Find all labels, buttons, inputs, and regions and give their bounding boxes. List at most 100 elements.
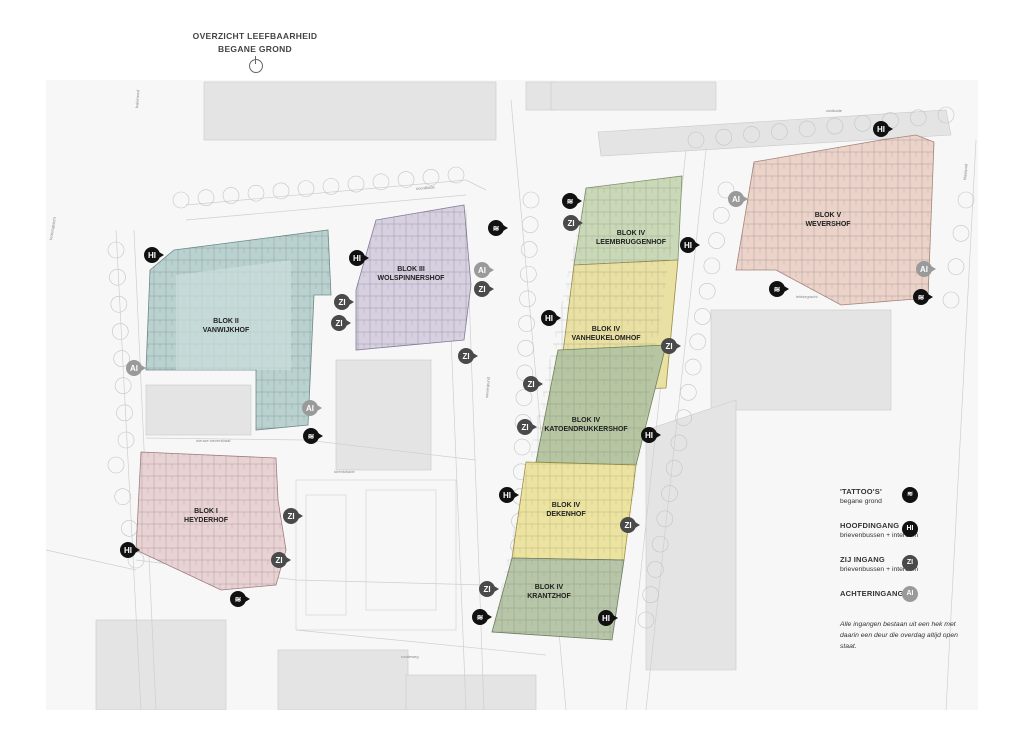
ai-marker-label: AI — [306, 404, 314, 413]
ai-marker-label: AI — [732, 195, 740, 204]
zi-marker-label: ZI — [527, 380, 534, 389]
tree-icon — [771, 123, 788, 140]
blok2-label-line2: VANWIJKHOF — [203, 327, 250, 334]
title-line-2: BEGANE GROND — [218, 44, 292, 54]
legend-zi-title: ZIJ INGANG — [840, 555, 885, 564]
zi-marker-icon: ZI — [283, 508, 303, 524]
zi-marker-icon: ZI — [331, 315, 351, 331]
ai-marker-icon: AI — [474, 262, 494, 278]
tree-icon — [680, 384, 697, 401]
tree-icon — [637, 611, 655, 629]
ai-marker-label: AI — [920, 265, 928, 274]
tattoo-wave-icon: ≋ — [902, 487, 918, 503]
hi-marker-icon: HI — [349, 250, 369, 266]
zi-marker-label: ZI — [521, 423, 528, 432]
street-label: wevergrund — [484, 377, 491, 398]
ai-marker-label: AI — [130, 364, 138, 373]
zi-marker-label: ZI — [338, 298, 345, 307]
tree-icon — [937, 106, 955, 124]
tree-icon — [689, 333, 707, 351]
zi-marker-label: ZI — [287, 512, 294, 521]
legend-tattoo-title: 'TATTOO'S' — [840, 487, 882, 496]
tree-icon — [322, 178, 340, 195]
tree-icon — [684, 358, 702, 376]
tree-icon — [694, 308, 711, 325]
blok4e-label-line1: BLOK IV — [535, 584, 564, 591]
tree-icon — [656, 510, 674, 528]
hi-marker-icon: HI — [499, 487, 519, 503]
tree-icon — [422, 168, 440, 186]
tree-icon — [297, 180, 315, 197]
hi-marker-icon: HI — [641, 427, 661, 443]
hi-marker-icon: HI — [144, 247, 164, 263]
zi-marker-icon: ZI — [517, 419, 537, 435]
tree-icon — [347, 175, 365, 193]
legend-tattoo: 'TATTOO'S' begane grond ≋ — [840, 487, 1000, 521]
street-labels: looiersgracht nieuwe weverstraat baleinw… — [48, 89, 968, 659]
hi-marker-label: HI — [684, 241, 692, 250]
tattoo-marker-icon: ≋ — [562, 193, 582, 209]
hi-marker-label: HI — [148, 251, 156, 260]
zi-marker-icon: ZI — [271, 552, 291, 568]
tree-icon — [717, 181, 735, 199]
tree-icon — [909, 109, 927, 127]
tree-icon — [111, 323, 129, 340]
blok2-label-line1: BLOK II — [213, 318, 239, 325]
tree-icon — [521, 216, 539, 234]
blok1-label-line1: BLOK I — [194, 508, 218, 515]
block-heyderhof: BLOK I HEYDERHOF — [135, 451, 287, 591]
tree-icon — [114, 488, 131, 505]
zi-marker-label: ZI — [478, 285, 485, 294]
block-wolspinnershof: BLOK III WOLSPINNERSHOF — [355, 204, 472, 351]
street-label: lorentzkade — [334, 469, 355, 474]
zi-marker-icon: ZI — [479, 581, 499, 597]
tree-icon — [520, 241, 538, 258]
block-wevershof: BLOK V WEVERSHOF — [735, 134, 935, 306]
blok4b-label-line2: VANHEUKELOMHOF — [571, 335, 641, 342]
tree-icon — [712, 206, 730, 224]
tattoo-marker-label: ≋ — [308, 432, 315, 441]
site-plan-map: BLOK II VANWIJKHOF BLOK III WOLSPINNERSH… — [46, 80, 978, 710]
hi-marker-icon: HI — [598, 610, 618, 626]
blok4a-label-line2: LEEMBRUGGENHOF — [596, 239, 667, 246]
tattoo-marker-label: ≋ — [567, 197, 574, 206]
tree-icon — [397, 171, 415, 188]
blok5-label-line2: WEVERSHOF — [805, 221, 851, 228]
tree-icon — [515, 389, 533, 406]
tree-icon — [957, 191, 975, 209]
tattoo-marker-icon: ≋ — [488, 220, 508, 236]
parking-area — [295, 479, 457, 631]
legend-zij-ingang: ZIJ INGANG brievenbussen + intercom ZI — [840, 555, 1000, 589]
zi-marker-icon: ZI — [523, 376, 543, 392]
tree-icon — [520, 265, 537, 283]
blok5-label-line1: BLOK V — [815, 212, 842, 219]
tree-icon — [518, 315, 535, 332]
street-label: looiersgracht — [48, 216, 57, 240]
tree-icon — [698, 282, 716, 300]
tree-icon — [743, 126, 760, 143]
street-label: zuidkade — [826, 108, 843, 113]
zi-marker-icon: ZI — [902, 555, 918, 571]
tree-icon — [107, 241, 125, 259]
tattoo-marker-label: ≋ — [774, 285, 781, 294]
title-line-1: OVERZICHT LEEFBAARHEID — [192, 31, 318, 41]
zi-marker-icon: ZI — [563, 215, 583, 231]
street-label: klaaspad — [962, 164, 968, 180]
hi-marker-label: HI — [503, 491, 511, 500]
tree-icon — [665, 459, 683, 477]
tattoo-marker-label: ≋ — [477, 613, 484, 622]
hi-marker-icon: HI — [120, 542, 140, 558]
legend-tattoo-sub: begane grond — [840, 498, 882, 505]
tree-icon — [519, 290, 536, 308]
tree-icon — [942, 291, 960, 309]
entrance-markers: HI AI ZI ZI AI ≋ HI ≋ AI ZI ZI HI ZI ZI ≋ ≋ ZI HI HI ZI ZI ZI… — [120, 121, 936, 626]
tree-icon — [372, 173, 390, 191]
zi-marker-label: ZI — [335, 319, 342, 328]
blok4c-label-line2: KATOENDRUKKERSHOF — [544, 426, 628, 433]
ai-marker-icon: AI — [126, 360, 146, 376]
tree-icon — [798, 120, 816, 138]
tree-icon — [109, 268, 126, 286]
block-iv-strip: BLOK IV LEEMBRUGGENHOF BLOK IV VANHEUKEL… — [491, 175, 683, 641]
zi-marker-label: ZI — [624, 521, 631, 530]
zi-marker-icon: ZI — [458, 348, 478, 364]
